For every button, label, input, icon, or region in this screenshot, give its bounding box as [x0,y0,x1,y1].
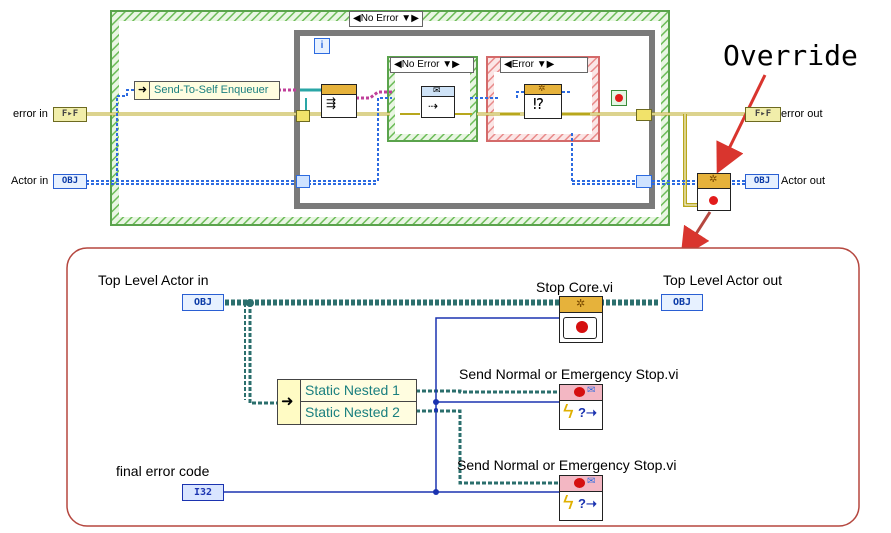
dropdown-icon[interactable]: ▼▶ [439,59,460,70]
loop-iteration-terminal: i [314,38,330,54]
inner-case-selector-no-error[interactable]: ◀No Error ▼▶ [390,57,474,73]
error-out-label: error out [781,108,823,120]
envelope-icon: ✉ [433,85,441,95]
increment-icon[interactable]: ▶ [411,13,419,24]
tunnel [296,175,310,188]
decrement-icon[interactable]: ◀ [504,59,512,70]
enqueue-message-vi[interactable]: ⇶ [321,84,357,118]
actor-out-terminal[interactable]: OBJ [745,174,779,189]
arrow-right-icon: ➜ [136,82,150,99]
outer-case-selector[interactable]: ◀No Error ▼▶ [349,11,423,27]
final-error-code-label: final error code [116,463,210,479]
actor-in-label: Actor in [11,175,49,187]
lightning-icon: ϟ [563,492,574,514]
stop-core-override-node[interactable]: ✲ [697,173,731,211]
shift-register [636,109,652,121]
error-in-label: error in [13,108,48,120]
send-message-vi[interactable]: ✉ ⇢ [421,85,455,118]
send-stop-vi-1[interactable]: ✉ ϟ ?➝ [559,384,603,430]
loop-stop-terminal[interactable] [611,90,627,106]
error-out-terminal[interactable]: F▸F [745,107,781,122]
final-error-code-terminal[interactable]: I32 [182,484,224,501]
red-stop-icon [576,321,588,333]
shift-register [636,175,652,188]
nested-2-label: Static Nested 2 [305,404,400,420]
stop-icon [574,478,585,488]
send-stop-vi-2[interactable]: ✉ ϟ ?➝ [559,475,603,521]
actor-in-terminal[interactable]: OBJ [53,174,87,189]
question-arrow-icon: ?➝ [578,496,597,511]
gear-icon: ✲ [709,174,718,185]
gear-icon: ✲ [576,298,586,310]
error-in-terminal[interactable]: F▸F [53,107,87,122]
top-level-actor-in-label: Top Level Actor in [98,272,209,288]
envelope-icon: ✉ [587,476,596,487]
stop-icon [709,196,718,205]
envelope-icon: ✉ [587,385,596,396]
tunnel [296,110,310,122]
question-arrow-icon: ?➝ [578,405,597,420]
stop-icon [574,387,585,397]
actor-out-label: Actor out [781,175,826,187]
stop-core-vi[interactable]: ✲ [559,296,603,343]
top-level-actor-out-terminal[interactable]: OBJ [661,294,703,311]
nested-1-label: Static Nested 1 [305,382,400,398]
gear-icon: ✲ [538,83,546,93]
warning-icon: ⁉ [533,96,544,113]
inner-case-selector-error[interactable]: ◀Error ▼▶ [500,57,588,73]
send-to-self-enqueuer-node[interactable]: ➜ Send-To-Self Enqueuer [134,81,280,100]
error-handler-vi[interactable]: ✲ ⁉ [524,83,562,119]
top-level-actor-out-label: Top Level Actor out [663,272,783,288]
dropdown-icon[interactable]: ▼▶ [533,59,555,70]
queue-icon: ⇶ [326,96,337,110]
override-detail-arrow [680,211,712,259]
override-label: Override [723,39,858,72]
override-arrow [716,74,767,174]
unbundle-by-name-node[interactable]: ➜ Static Nested 1 Static Nested 2 [277,379,417,425]
send-stop-label-1: Send Normal or Emergency Stop.vi [459,366,679,382]
decrement-icon[interactable]: ◀ [353,13,361,24]
top-level-actor-in-terminal[interactable]: OBJ [182,294,224,311]
dropdown-icon[interactable]: ▼ [398,13,412,24]
stop-core-label: Stop Core.vi [536,279,614,295]
decrement-icon[interactable]: ◀ [394,59,402,70]
lightning-icon: ϟ [563,401,574,423]
override-detail-panel [66,247,860,527]
arrow-icon: ⇢ [428,99,439,113]
send-stop-label-2: Send Normal or Emergency Stop.vi [457,457,677,473]
stop-core-icon [563,317,597,339]
arrow-right-icon: ➜ [281,393,294,410]
